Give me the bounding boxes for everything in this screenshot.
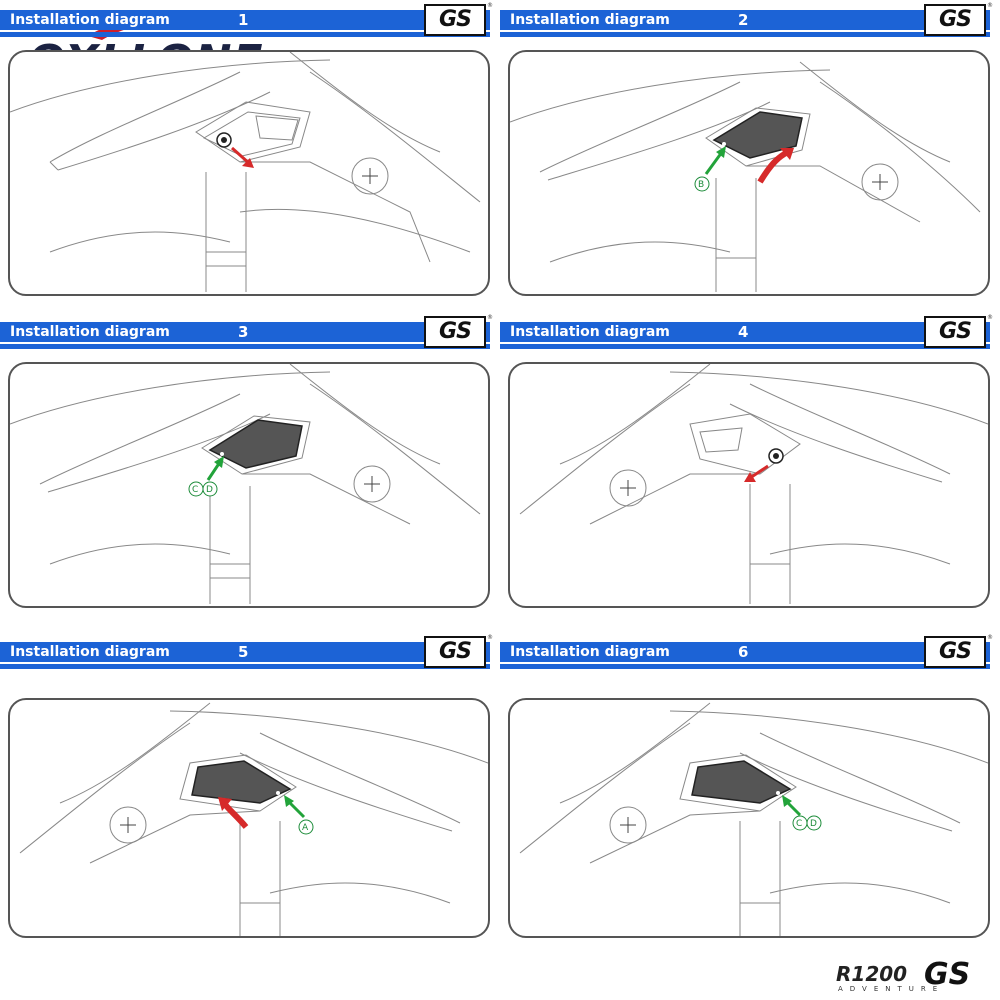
step-6: Installation diagram 6 GS ®	[500, 632, 993, 938]
step-1-header: Installation diagram 1 GS ®	[0, 0, 493, 40]
step-1: Installation diagram 1 GS ®	[0, 0, 493, 300]
step-title: Installation diagram	[10, 324, 170, 340]
step-3-diagram: C D	[8, 362, 490, 608]
header-bar	[0, 322, 490, 342]
step-number: 3	[238, 323, 249, 341]
step-number: 4	[738, 323, 749, 341]
screw-icon	[216, 132, 232, 148]
label-a: A	[302, 823, 309, 833]
step-title: Installation diagram	[510, 324, 670, 340]
step-5-header: Installation diagram 5 GS ®	[0, 632, 493, 672]
header-bar	[500, 322, 990, 342]
gs-logo: GS	[924, 316, 986, 348]
gs-logo: GS	[424, 4, 486, 36]
registered-mark: ®	[487, 634, 493, 641]
motorcycle-line-drawing	[10, 52, 481, 292]
footer-model-logo: R1200 GS ADVENTURE	[832, 957, 992, 996]
step-3: Installation diagram 3 GS ®	[0, 312, 493, 612]
gs-logo: GS	[424, 636, 486, 668]
step-2-diagram: B	[508, 50, 990, 296]
motorcycle-line-drawing: B	[510, 61, 981, 292]
step-3-header: Installation diagram 3 GS ®	[0, 312, 493, 352]
mesh-grille	[208, 419, 303, 469]
registered-mark: ®	[487, 314, 493, 321]
step-4: Installation diagram 4 GS ®	[500, 312, 993, 612]
header-bar	[500, 642, 990, 662]
header-stripe	[0, 344, 490, 349]
model-name: R1200	[836, 962, 908, 986]
screw-icon	[768, 448, 784, 464]
step-title: Installation diagram	[10, 644, 170, 660]
label-c: C	[796, 819, 802, 829]
motorcycle-line-drawing: A	[19, 702, 488, 936]
step-number: 6	[738, 643, 749, 661]
motorcycle-line-drawing: C D	[519, 702, 988, 936]
header-bar	[0, 10, 490, 30]
gs-logo: GS	[424, 316, 486, 348]
step-4-header: Installation diagram 4 GS ®	[500, 312, 993, 352]
step-6-header: Installation diagram 6 GS ®	[500, 632, 993, 672]
step-title: Installation diagram	[510, 644, 670, 660]
registered-mark: ®	[487, 2, 493, 9]
step-title: Installation diagram	[10, 12, 170, 28]
header-stripe	[0, 32, 490, 37]
step-number: 2	[738, 11, 749, 29]
mesh-grille	[191, 760, 292, 804]
gs-logo: GS	[924, 4, 986, 36]
header-bar	[0, 642, 490, 662]
mesh-grille	[712, 111, 803, 159]
header-stripe	[500, 344, 990, 349]
step-number: 5	[238, 643, 249, 661]
step-5-diagram: A	[8, 698, 490, 938]
gs-logo: GS	[924, 636, 986, 668]
header-stripe	[500, 32, 990, 37]
step-2: Installation diagram 2 GS ®	[500, 0, 993, 300]
step-4-diagram	[508, 362, 990, 608]
step-1-diagram	[8, 50, 490, 296]
model-subtitle: ADVENTURE	[838, 985, 945, 993]
registered-mark: ®	[987, 314, 993, 321]
step-5: Installation diagram 5 GS ®	[0, 632, 493, 938]
label-d: D	[810, 819, 817, 829]
registered-mark: ®	[987, 634, 993, 641]
step-number: 1	[238, 11, 249, 29]
label-c: C	[192, 485, 198, 495]
step-2-header: Installation diagram 2 GS ®	[500, 0, 993, 40]
footer-gs-logo: GS	[924, 957, 971, 992]
motorcycle-line-drawing	[519, 364, 988, 604]
header-stripe	[0, 664, 490, 669]
label-d: D	[206, 485, 213, 495]
label-b: B	[698, 180, 704, 190]
registered-mark: ®	[987, 2, 993, 9]
mesh-grille	[691, 760, 792, 804]
step-title: Installation diagram	[510, 12, 670, 28]
step-6-diagram: C D	[508, 698, 990, 938]
motorcycle-line-drawing: C D	[10, 364, 481, 604]
header-stripe	[500, 664, 990, 669]
header-bar	[500, 10, 990, 30]
